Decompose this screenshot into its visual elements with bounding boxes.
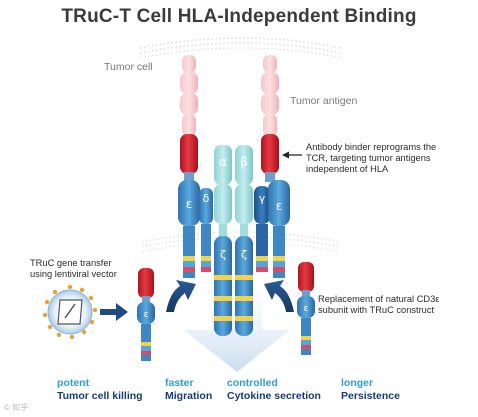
tumor-antigen-label: Tumor antigen: [290, 95, 358, 107]
cd3-zeta-dimer: [214, 236, 253, 336]
truc-construct-left: [137, 268, 155, 361]
zeta-label-left: ζ: [220, 248, 226, 261]
epsilon-label-right: ε: [276, 199, 283, 213]
gene-transfer-annotation: TRuC gene transfer using lentiviral vect…: [30, 258, 117, 279]
diagram-title: TRuC-T Cell HLA-Independent Binding: [61, 6, 417, 27]
curved-arrow-right: [264, 280, 294, 312]
construct-epsilon-right: ε: [304, 304, 309, 314]
tumor-antigen-left: [180, 55, 198, 136]
benefit-persistence: longer Persistence: [341, 377, 400, 402]
tumor-cell-membrane: [139, 37, 343, 59]
alpha-label: α: [219, 155, 227, 169]
binder-pointer-arrow: [282, 151, 302, 159]
tumor-cell-label: Tumor cell: [104, 61, 153, 73]
curved-arrow-left: [166, 280, 196, 312]
benefit-migration: faster Migration: [165, 377, 213, 402]
epsilon-label-left: ε: [186, 197, 193, 211]
benefit-cytokine: controlled Cytokine secretion: [227, 377, 321, 402]
virus-to-construct-arrow: [100, 303, 128, 321]
cd3-delta-subunit: [199, 188, 213, 272]
construct-epsilon-left: ε: [144, 310, 149, 320]
cd3-gamma-subunit: [254, 186, 270, 272]
beta-label: β: [240, 155, 248, 169]
replacement-annotation: Replacement of natural CD3ε subunit with…: [318, 294, 440, 315]
zeta-label-right: ζ: [241, 248, 247, 261]
truc-binder-right: [261, 134, 290, 278]
t-cell-membrane: [141, 231, 341, 253]
truc-construct-right: [297, 262, 315, 355]
delta-label: δ: [203, 192, 210, 205]
benefit-killing: potent Tumor cell killing: [57, 377, 143, 402]
benefits-row: potent Tumor cell killing faster Migrati…: [51, 377, 476, 407]
antibody-binder-annotation: Antibody binder reprograms the TCR, targ…: [306, 142, 437, 174]
lentiviral-vector-icon: [42, 284, 98, 340]
watermark: © 知乎: [4, 403, 29, 412]
gamma-label: γ: [259, 192, 266, 205]
tumor-antigen-right: [261, 55, 279, 136]
truc-binder-left: [178, 134, 200, 278]
